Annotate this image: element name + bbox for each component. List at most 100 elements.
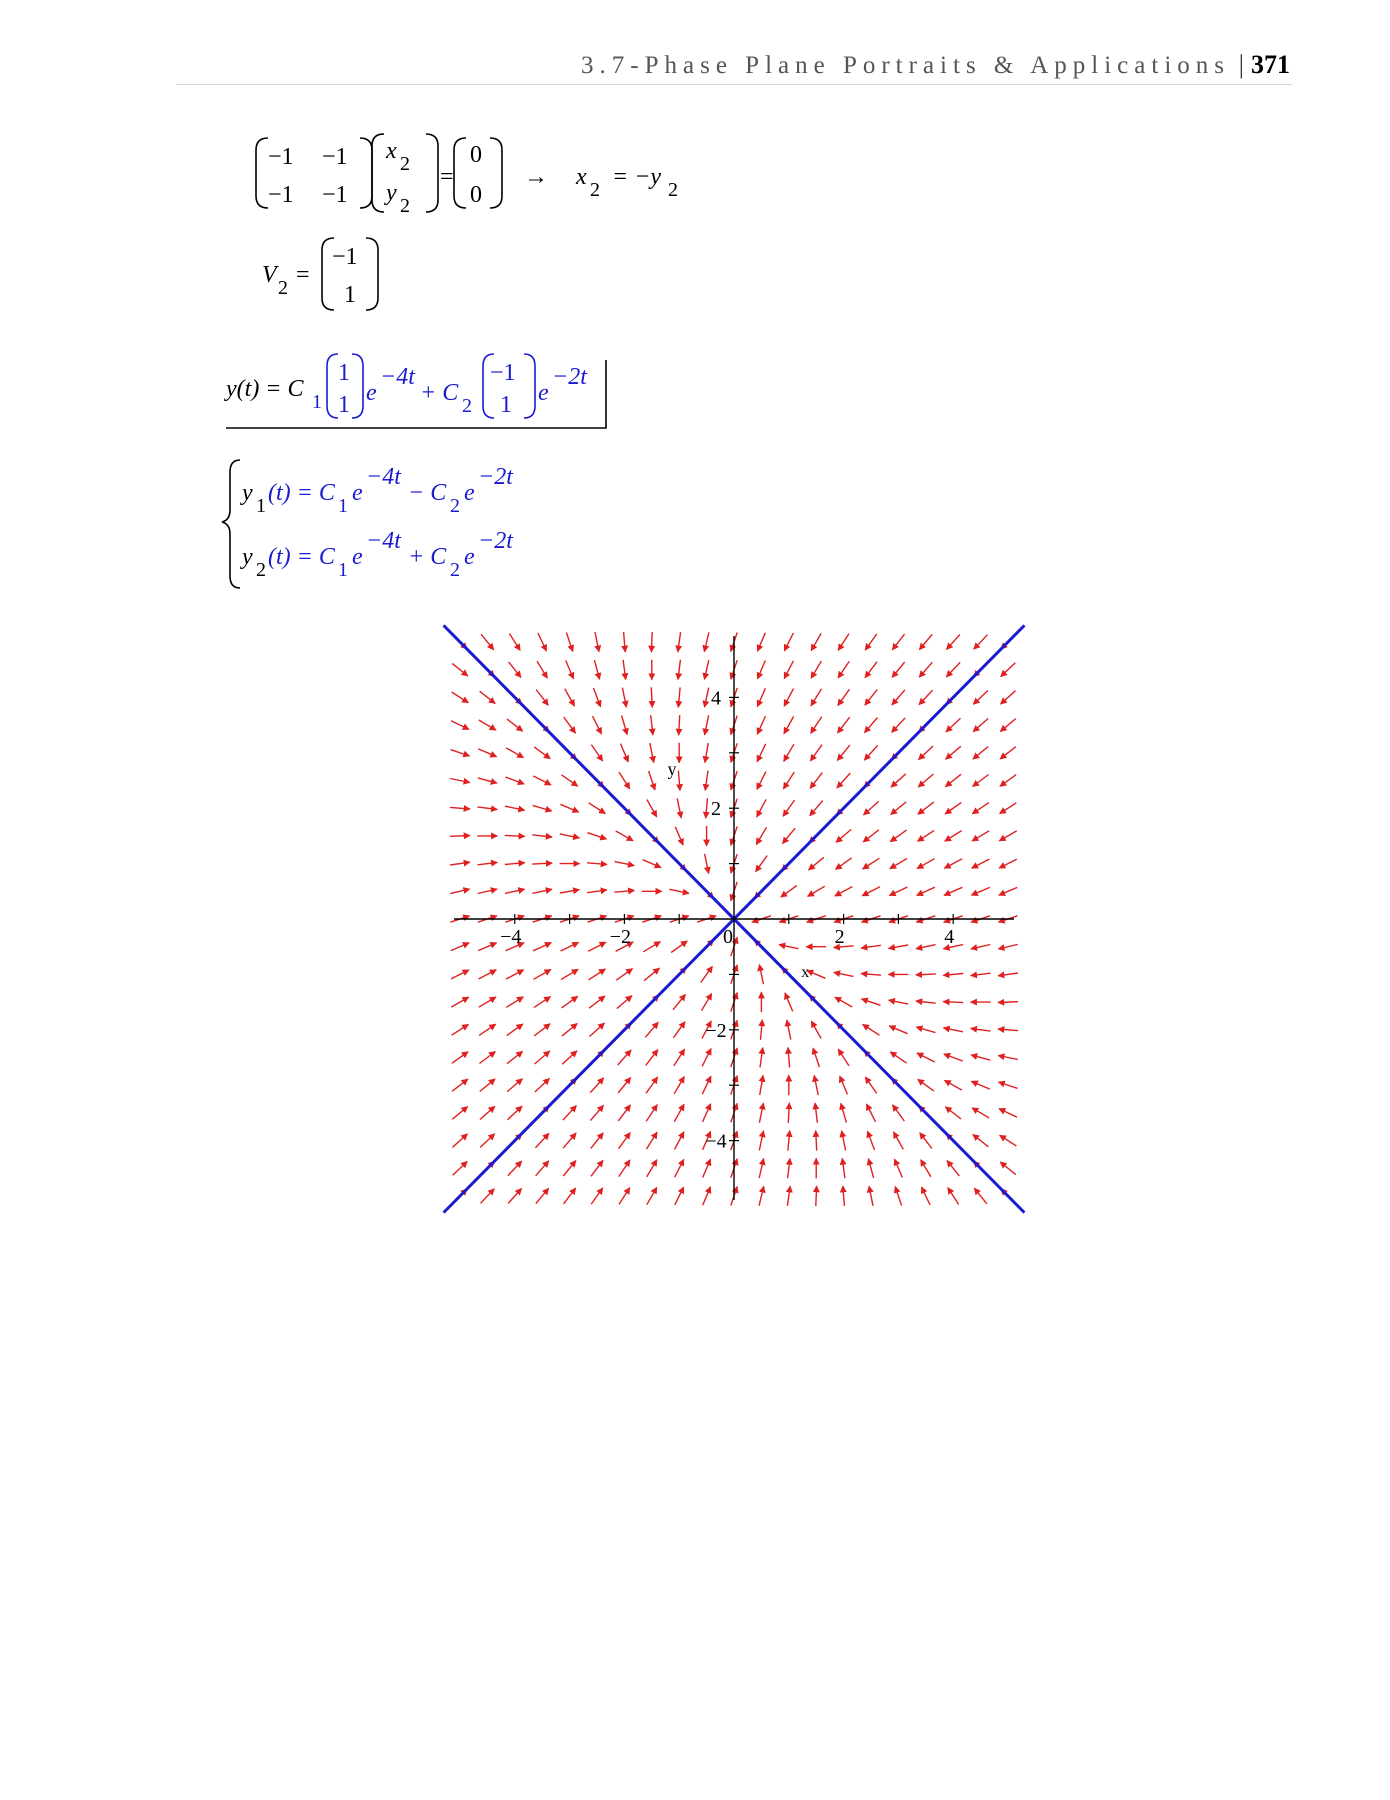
direction-arrow (972, 717, 989, 733)
solution-e2: e (538, 380, 549, 406)
direction-arrow (943, 1079, 963, 1091)
y-tick-label: −4 (705, 1131, 726, 1153)
direction-arrow (999, 746, 1017, 760)
direction-arrow (757, 963, 765, 985)
y2-lhs: y (240, 544, 253, 570)
direction-arrow (451, 1078, 469, 1092)
y1-sub: 1 (256, 495, 266, 517)
direction-arrow (590, 1159, 604, 1177)
solution-v2-top: −1 (490, 360, 516, 386)
direction-arrow (451, 662, 469, 677)
direction-arrow (758, 1074, 766, 1096)
direction-arrow (833, 970, 854, 978)
direction-arrow (533, 746, 551, 760)
y2-e2: e (464, 544, 475, 570)
direction-arrow (450, 859, 471, 867)
direction-arrow (451, 691, 469, 704)
direction-arrow (837, 1048, 850, 1067)
direction-arrow (890, 801, 907, 816)
direction-arrow (807, 856, 825, 871)
direction-arrow (810, 688, 823, 707)
direction-arrow (782, 799, 796, 817)
direction-arrow (917, 773, 934, 788)
relation-rhs-sub: 2 (668, 179, 678, 201)
direction-arrow (836, 772, 851, 789)
vec-y: y (384, 180, 397, 206)
direction-arrow (701, 1047, 712, 1067)
direction-arrow (561, 995, 579, 1009)
direction-arrow (999, 774, 1017, 787)
implies-arrow: → (524, 164, 548, 190)
matrix-r2c2: −1 (322, 182, 348, 208)
direction-arrow (565, 632, 575, 653)
direction-arrow (533, 996, 552, 1009)
direction-arrow (785, 1185, 793, 1206)
direction-arrow (836, 744, 851, 762)
direction-arrow (972, 745, 989, 760)
direction-arrow (997, 1053, 1018, 1061)
direction-arrow (649, 742, 656, 764)
direction-arrow (810, 632, 822, 652)
direction-arrow (673, 1158, 685, 1178)
direction-arrow (478, 969, 497, 980)
direction-arrow (646, 799, 658, 818)
direction-arrow (646, 1186, 658, 1206)
direction-arrow (839, 1102, 848, 1123)
direction-arrow (645, 1131, 658, 1150)
direction-arrow (701, 1075, 712, 1095)
direction-arrow (917, 745, 934, 761)
direction-arrow (970, 1025, 991, 1033)
solution-v1-bottom: 1 (338, 392, 350, 418)
direction-arrow (918, 689, 934, 706)
direction-arrow (505, 996, 524, 1008)
direction-arrow (451, 1105, 469, 1120)
direction-arrow (918, 661, 933, 678)
relation-rhs: = −y (612, 164, 661, 190)
direction-arrow (449, 805, 471, 812)
direction-arrow (866, 1185, 874, 1206)
direction-arrow (812, 1185, 820, 1207)
direction-arrow (506, 1023, 524, 1037)
direction-arrow (785, 1157, 793, 1179)
direction-arrow (784, 1019, 792, 1040)
vec-y-sub: 2 (400, 195, 410, 217)
equations-block: −1 −1 −1 −1 x 2 y 2 = 0 0 → x 2 = −y 2 V… (221, 133, 678, 589)
direction-arrow (645, 1104, 658, 1122)
direction-arrow (701, 1020, 712, 1039)
direction-arrow (617, 1104, 632, 1122)
direction-arrow (839, 1130, 847, 1151)
y-tick-label: 2 (711, 798, 721, 820)
direction-arrow (478, 996, 497, 1008)
direction-arrow (783, 743, 795, 763)
x-axis-label: x (801, 964, 809, 981)
direction-arrow (999, 802, 1017, 815)
direction-arrow (535, 689, 549, 706)
direction-arrow (946, 1159, 960, 1177)
running-header: 3.7-Phase Plane Portraits & Applications… (176, 44, 1292, 85)
direction-arrow (673, 1075, 685, 1095)
direction-arrow (449, 832, 471, 840)
direction-arrow (972, 773, 990, 788)
direction-arrow (864, 633, 878, 651)
direction-arrow (589, 1077, 605, 1094)
direction-arrow (839, 1157, 847, 1179)
direction-arrow (887, 943, 909, 951)
direction-arrow (864, 689, 878, 706)
v2-label: V (262, 262, 279, 288)
direction-arrow (562, 1105, 577, 1121)
direction-arrow (942, 943, 964, 951)
y1-lhs: y (240, 480, 253, 506)
x-tick-label: 2 (835, 926, 845, 948)
direction-arrow (970, 1053, 991, 1061)
direction-arrow (565, 660, 575, 680)
direction-arrow (920, 1186, 931, 1206)
direction-arrow (643, 967, 661, 982)
direction-arrow (861, 886, 881, 897)
direction-arrow (504, 887, 526, 895)
direction-arrow (670, 940, 688, 954)
direction-arrow (783, 660, 795, 680)
direction-arrow (860, 997, 881, 1006)
direction-arrow (810, 660, 822, 679)
direction-arrow (997, 971, 1018, 979)
direction-arrow (837, 661, 850, 679)
